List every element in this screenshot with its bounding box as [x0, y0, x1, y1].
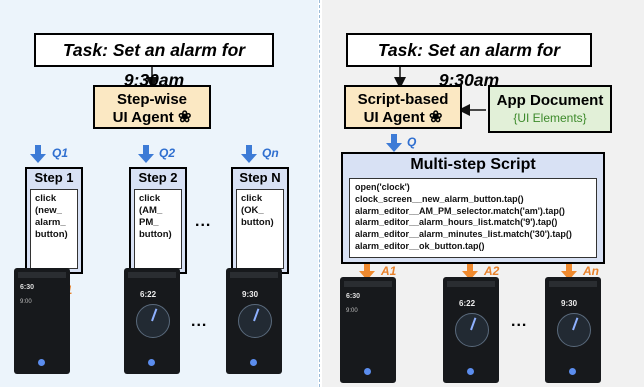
query-label: Q2	[159, 146, 176, 160]
agent-title-line2: UI Agent	[112, 109, 174, 126]
add-alarm-icon	[364, 368, 371, 375]
phone-screenshot: 6:22	[443, 277, 499, 383]
script-agent-box: Script-based UI Agent ❀	[344, 85, 462, 129]
step-box: Step N click (OK_ button)	[231, 167, 289, 274]
answer-label: An	[583, 264, 599, 278]
phone-screenshot: 6:30 9:00	[340, 277, 396, 383]
answer-arrow	[359, 262, 375, 280]
alarm-time: 9:00	[346, 308, 358, 314]
clock-time: 9:30	[561, 299, 578, 308]
clock-time: 6:22	[140, 290, 157, 299]
openai-logo-icon: ❀	[428, 109, 443, 126]
openai-logo-icon: ❀	[177, 109, 192, 126]
agent-title-line1: Script-based	[357, 91, 449, 108]
step-action: click (AM_ PM_ button)	[134, 189, 182, 269]
answer-arrow	[462, 262, 478, 280]
phone-screenshot: 6:22	[124, 268, 180, 374]
script-line: alarm_editor__alarm_minutes_list.match('…	[355, 229, 572, 240]
add-alarm-icon	[467, 368, 474, 375]
step-action: click (OK_ button)	[236, 189, 284, 269]
phone-screenshot: 9:30	[226, 268, 282, 374]
panel-divider	[319, 0, 320, 387]
multi-step-script-box: Multi-step Script open('clock') clock_sc…	[341, 152, 605, 264]
right-task-box: Task: Set an alarm for 9:30am	[346, 33, 592, 90]
script-line: clock_screen__new_alarm_button.tap()	[355, 193, 524, 204]
query-arrow	[386, 134, 402, 152]
left-task-box: Task: Set an alarm for 9:30am	[34, 33, 274, 90]
ellipsis: ...	[191, 313, 208, 330]
ellipsis: ...	[195, 213, 212, 230]
answer-label: A2	[484, 264, 500, 278]
answer-arrow	[561, 262, 577, 280]
step-box: Step 2 click (AM_ PM_ button)	[129, 167, 187, 274]
phone-screenshot: 9:30	[545, 277, 601, 383]
alarm-time: 6:30	[20, 284, 35, 291]
add-alarm-icon	[569, 368, 576, 375]
script-line: alarm_editor__AM_PM_selector.match('am')…	[355, 205, 565, 216]
query-arrow	[138, 145, 154, 163]
answer-label: A1	[381, 264, 397, 278]
step-title: Step N	[239, 170, 281, 185]
step-title: Step 1	[34, 170, 74, 185]
alarm-time: 9:00	[20, 299, 32, 305]
add-alarm-icon	[148, 359, 155, 366]
script-title: Multi-step Script	[410, 156, 536, 173]
query-label: Q1	[52, 146, 69, 160]
query-arrow	[241, 145, 257, 163]
script-line: alarm_editor__alarm_hours_list.match('9'…	[355, 217, 558, 228]
script-line: open('clock')	[355, 182, 410, 192]
alarm-time: 6:30	[346, 293, 361, 300]
app-document-title: App Document	[496, 92, 604, 109]
ellipsis: ...	[511, 313, 528, 330]
query-arrow	[30, 145, 46, 163]
phone-screenshot: 6:30 9:00	[14, 268, 70, 374]
add-alarm-icon	[38, 359, 45, 366]
clock-time: 9:30	[242, 290, 259, 299]
query-arrows	[30, 134, 402, 163]
stepwise-agent-box: Step-wise UI Agent ❀	[93, 85, 211, 129]
app-document-box: App Document {UI Elements}	[488, 85, 612, 133]
step-title: Step 2	[138, 170, 178, 185]
agent-title-line1: Step-wise	[116, 91, 188, 108]
clock-time: 6:22	[459, 299, 476, 308]
query-label: Qn	[262, 146, 279, 160]
step-box: Step 1 click (new_ alarm_ button)	[25, 167, 83, 274]
query-label: Q	[407, 135, 417, 149]
step-action: click (new_ alarm_ button)	[30, 189, 78, 269]
script-code: open('clock') clock_screen__new_alarm_bu…	[349, 178, 597, 258]
script-line: alarm_editor__ok_button.tap()	[355, 240, 485, 251]
add-alarm-icon	[250, 359, 257, 366]
app-document-subtitle: {UI Elements}	[513, 111, 587, 125]
agent-title-line2: UI Agent	[363, 109, 425, 126]
